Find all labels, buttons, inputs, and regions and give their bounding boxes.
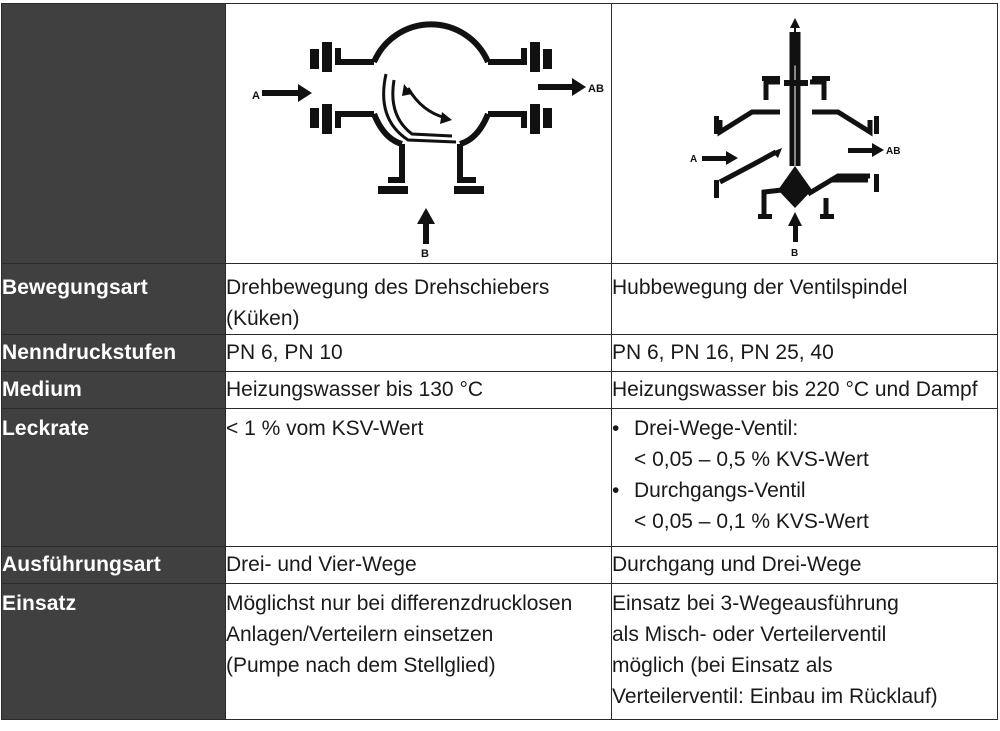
cell-lift-nenndruckstufen: PN 6, PN 16, PN 25, 40: [611, 334, 998, 372]
cell-line: möglich (bei Einsatz als: [612, 654, 833, 677]
lift-valve-drawing: A AB B: [690, 18, 900, 259]
table-row: Leckrate < 1 % vom KSV-Wert • Drei-Wege-…: [1, 408, 998, 547]
bullet-item: • Drei-Wege-Ventil: < 0,05 – 0,5 % KVS-W…: [612, 413, 997, 475]
bullet-icon: •: [612, 417, 620, 440]
cell-rotary-nenndruckstufen: PN 6, PN 10: [225, 334, 612, 372]
cell-lift-bewegungsart: Hubbewegung der Ventilspindel: [611, 263, 998, 335]
lift-label-b: B: [791, 248, 798, 259]
row-label: Bewegungsart: [2, 276, 148, 299]
cell-rotary-bewegungsart: Drehbewegung des Drehschiebers (Küken): [225, 263, 612, 335]
lift-valve-diagram: A AB B: [611, 3, 998, 264]
cell-line: Möglichst nur bei differenzdrucklosen: [226, 592, 573, 615]
row-label: Medium: [2, 378, 82, 401]
rotary-valve-diagram: A AB B: [225, 3, 612, 264]
cell-lift-medium: Heizungswasser bis 220 °C und Dampf: [611, 371, 998, 409]
cell-rotary-einsatz: Möglichst nur bei differenzdrucklosen An…: [225, 583, 612, 720]
row-header-bewegungsart: Bewegungsart: [1, 263, 226, 335]
table-row: Bewegungsart Drehbewegung des Drehschieb…: [1, 263, 998, 335]
bullet-line: < 0,05 – 0,5 % KVS-Wert: [634, 448, 869, 471]
table-row: Einsatz Möglichst nur bei differenzdruck…: [1, 583, 998, 720]
cell-line: PN 6, PN 10: [226, 341, 343, 364]
cell-rotary-medium: Heizungswasser bis 130 °C: [225, 371, 612, 409]
rotary-label-a: A: [252, 90, 260, 102]
bullet-icon: •: [612, 479, 620, 502]
cell-line: Heizungswasser bis 220 °C und Dampf: [612, 378, 978, 401]
table-row: Medium Heizungswasser bis 130 °C Heizung…: [1, 371, 998, 409]
table-row: Ausführungsart Drei- und Vier-Wege Durch…: [1, 546, 998, 584]
row-label: Ausführungsart: [2, 553, 161, 576]
cell-line: Hubbewegung der Ventilspindel: [612, 276, 908, 299]
figure-row-header: [1, 3, 226, 264]
bullet-item: • Durchgangs-Ventil < 0,05 – 0,1 % KVS-W…: [612, 475, 997, 537]
cell-line: (Küken): [226, 307, 300, 330]
row-header-ausfuehrungsart: Ausführungsart: [1, 546, 226, 584]
row-label: Einsatz: [2, 592, 77, 615]
lift-label-a: A: [690, 154, 697, 165]
cell-rotary-leckrate: < 1 % vom KSV-Wert: [225, 408, 612, 547]
rotary-label-b: B: [421, 248, 429, 260]
cell-lift-ausfuehrungsart: Durchgang und Drei-Wege: [611, 546, 998, 584]
row-header-nenndruckstufen: Nenndruckstufen: [1, 334, 226, 372]
rotary-valve-drawing: A AB B: [252, 21, 604, 260]
row-label: Leckrate: [2, 417, 90, 440]
cell-line: Einsatz bei 3-Wegeausführung: [612, 592, 899, 615]
bullet-line: Durchgangs-Ventil: [634, 479, 806, 502]
bullet-line: Drei-Wege-Ventil:: [634, 417, 799, 440]
cell-line: PN 6, PN 16, PN 25, 40: [612, 341, 834, 364]
row-header-leckrate: Leckrate: [1, 408, 226, 547]
comparison-table: A AB B: [1, 3, 998, 720]
bullet-line: < 0,05 – 0,1 % KVS-Wert: [634, 510, 869, 533]
cell-line: Durchgang und Drei-Wege: [612, 553, 862, 576]
lift-label-ab: AB: [886, 146, 900, 157]
cell-line: Verteilerventil: Einbau im Rücklauf): [612, 685, 938, 708]
cell-line: (Pumpe nach dem Stellglied): [226, 654, 496, 677]
figure-row: A AB B: [1, 3, 998, 264]
cell-lift-leckrate: • Drei-Wege-Ventil: < 0,05 – 0,5 % KVS-W…: [611, 408, 998, 547]
cell-line: Heizungswasser bis 130 °C: [226, 378, 484, 401]
cell-rotary-ausfuehrungsart: Drei- und Vier-Wege: [225, 546, 612, 584]
row-label: Nenndruckstufen: [2, 341, 177, 364]
cell-line: Drehbewegung des Drehschiebers: [226, 276, 550, 299]
cell-lift-einsatz: Einsatz bei 3-Wegeausführung als Misch- …: [611, 583, 998, 720]
cell-line: < 1 % vom KSV-Wert: [226, 417, 424, 440]
row-header-medium: Medium: [1, 371, 226, 409]
cell-line: Drei- und Vier-Wege: [226, 553, 417, 576]
cell-line: Anlagen/Verteilern einsetzen: [226, 623, 494, 646]
table-row: Nenndruckstufen PN 6, PN 10 PN 6, PN 16,…: [1, 334, 998, 372]
cell-line: als Misch- oder Verteilerventil: [612, 623, 887, 646]
row-header-einsatz: Einsatz: [1, 583, 226, 720]
rotary-label-ab: AB: [588, 83, 604, 95]
